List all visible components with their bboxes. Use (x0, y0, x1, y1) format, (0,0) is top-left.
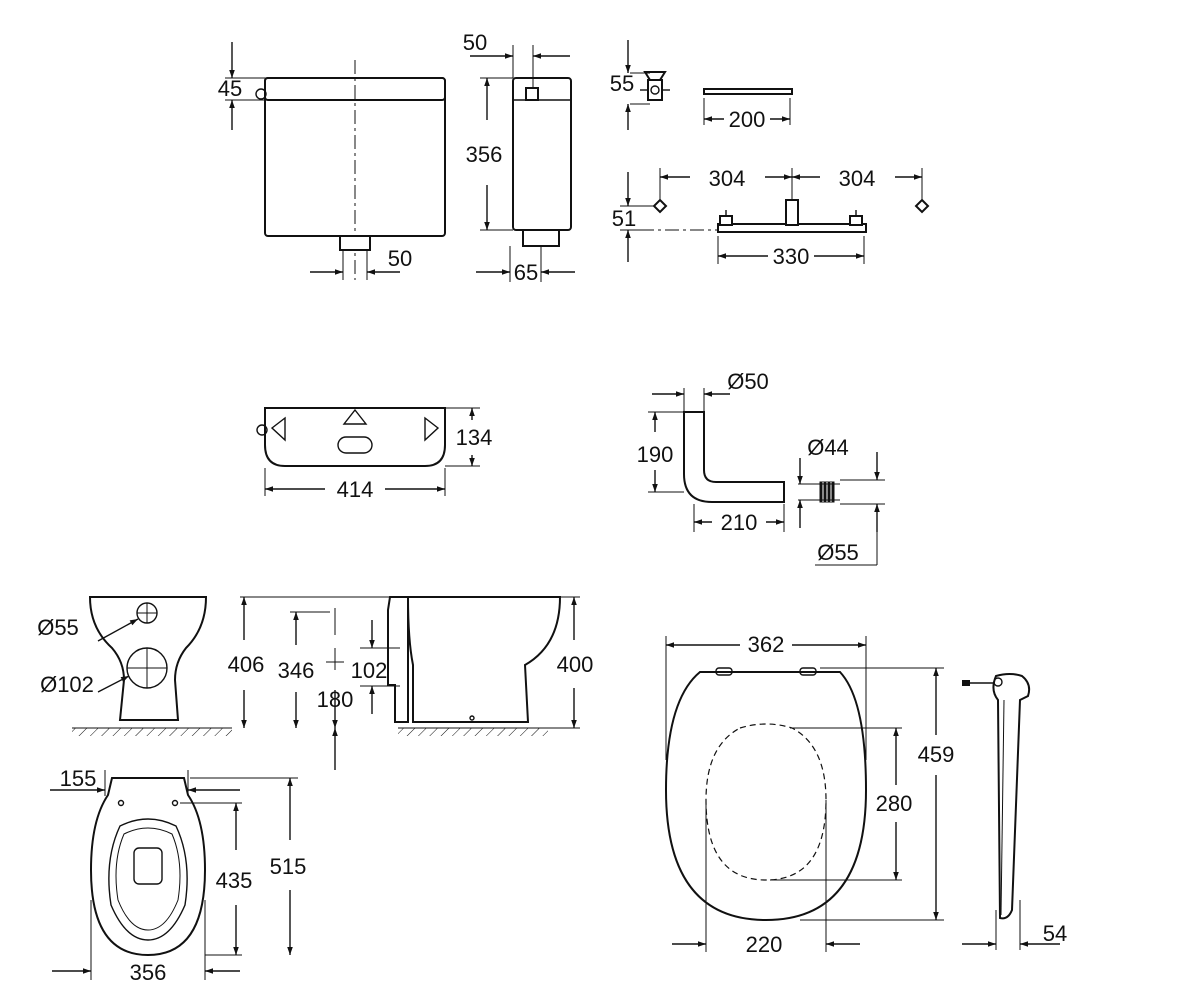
pan-outlet-diam-v-dim: 102 (351, 658, 388, 683)
pipe-diam-dim: Ø50 (727, 369, 769, 394)
seat-side-view: 54 (962, 673, 1067, 950)
fill-valve-detail: 55 (610, 40, 670, 130)
cistern-side-view: 50 356 65 (463, 30, 575, 285)
cistern-width-dim: 414 (337, 477, 374, 502)
connector-inner-dim: Ø44 (807, 435, 849, 460)
bracket-right-dim: 304 (839, 166, 876, 191)
cistern-front-view: 45 50 (218, 42, 446, 280)
pan-fix-spacing-dim: 155 (60, 766, 97, 791)
seat-width-dim: 362 (748, 632, 785, 657)
cistern-depth-dim: 134 (456, 425, 493, 450)
connector-detail: Ø44 Ø55 (797, 435, 885, 566)
pipe-height-dim: 190 (637, 442, 674, 467)
cistern-outlet-dim: 50 (388, 246, 412, 271)
connector-outer-dim: Ø55 (817, 540, 859, 565)
pan-depth-dim: 515 (270, 854, 307, 879)
pan-outlet-height-dim: 180 (317, 687, 354, 712)
cistern-top-view: 134 414 (256, 407, 493, 502)
seat-opening-width-dim: 220 (746, 932, 783, 957)
mounting-bracket: 304 304 51 330 (612, 166, 930, 269)
pan-inlet-dim: Ø55 (37, 615, 79, 640)
pan-width-dim: 356 (130, 960, 167, 985)
bracket-span-dim: 330 (773, 244, 810, 269)
pan-top-view: 155 435 515 356 (50, 766, 306, 985)
pan-fix-depth-dim: 435 (216, 868, 253, 893)
pan-inlet-height-dim: 406 (228, 652, 265, 677)
bracket-height-dim: 51 (612, 206, 636, 231)
pipe-length-dim: 210 (721, 510, 758, 535)
bar-length-dim: 200 (729, 107, 766, 132)
valve-height-dim: 55 (610, 71, 634, 96)
seat-top-view: 362 459 280 220 (664, 632, 955, 957)
pan-front-view: Ø55 Ø102 (37, 596, 232, 736)
cistern-side-top-dim: 50 (463, 30, 487, 55)
pan-outlet-top-dim: 346 (278, 658, 315, 683)
pan-height-dim: 400 (557, 652, 594, 677)
pan-outlet-dim: Ø102 (40, 672, 94, 697)
cistern-height-dim: 356 (466, 142, 503, 167)
bracket-left-dim: 304 (709, 166, 746, 191)
pan-side-view: 406 346 180 102 400 (228, 596, 594, 770)
cistern-side-outlet-dim: 65 (514, 260, 538, 285)
flush-pipe-detail: Ø50 190 210 (637, 369, 785, 535)
cistern-top-dim: 45 (218, 76, 242, 101)
seat-opening-length-dim: 280 (876, 791, 913, 816)
seat-thickness-dim: 54 (1043, 921, 1067, 946)
bar-detail: 200 (703, 88, 793, 132)
seat-length-dim: 459 (918, 742, 955, 767)
